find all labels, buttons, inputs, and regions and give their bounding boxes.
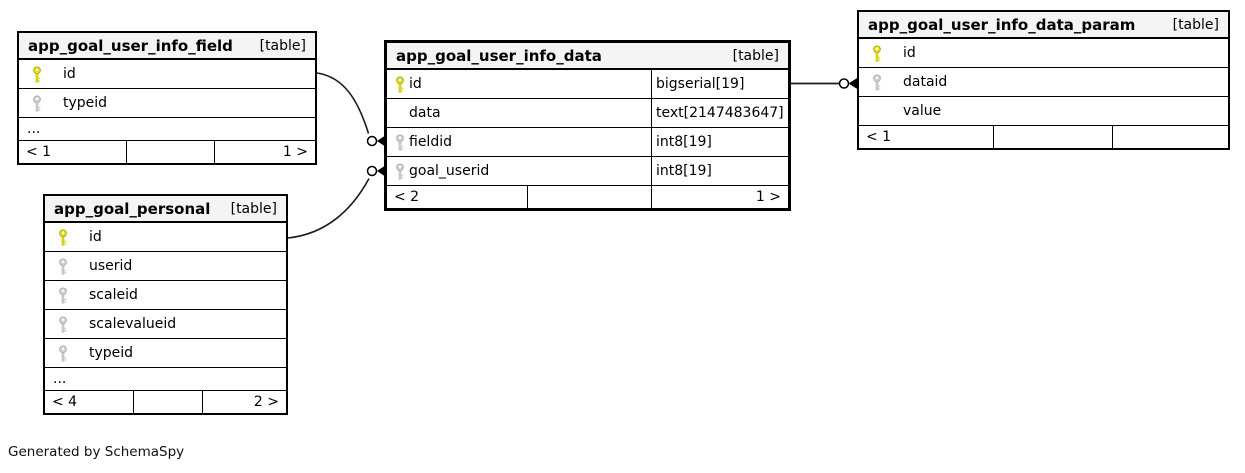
table-footer: < 1 1 > — [19, 140, 315, 163]
footer-parents-count: < 4 — [52, 394, 78, 410]
column-type: bigserial[19] — [651, 70, 788, 98]
column-name: dataid — [903, 74, 948, 90]
column-name: fieldid — [409, 134, 452, 150]
key-icon-placeholder — [872, 103, 882, 120]
foreign-key-icon — [872, 73, 882, 91]
footer-children-count: 2 > — [202, 391, 286, 413]
table-tag: [table] — [259, 37, 306, 54]
table-name: app_goal_user_info_field — [28, 36, 233, 55]
foreign-key-icon — [58, 344, 68, 362]
footer-spacer-cell — [126, 141, 214, 163]
table-node-app_goal_user_info_field[interactable]: app_goal_user_info_field [table] id type… — [17, 31, 317, 165]
footer-parents-count: < 1 — [26, 144, 52, 160]
foreign-key-icon — [32, 94, 42, 112]
column-row: fieldid int8[19] — [387, 127, 788, 156]
ellipsis-text: ... — [27, 121, 41, 137]
table-node-app_goal_personal[interactable]: app_goal_personal [table] id userid scal… — [43, 194, 288, 415]
footer-spacer-cell — [993, 126, 1112, 148]
column-row: data text[2147483647] — [387, 98, 788, 127]
footer-parents-count: < 1 — [866, 129, 892, 145]
table-header: app_goal_user_info_data [table] — [387, 43, 788, 70]
column-type: int8[19] — [651, 128, 788, 156]
table-name: app_goal_user_info_data_param — [868, 15, 1136, 34]
table-name: app_goal_user_info_data — [396, 46, 602, 65]
column-row: id — [45, 223, 286, 251]
zero-or-one-dot-icon — [838, 78, 850, 89]
column-name: id — [409, 76, 422, 92]
table-node-app_goal_user_info_data_param[interactable]: app_goal_user_info_data_param [table] id… — [857, 10, 1230, 150]
column-row: scaleid — [45, 280, 286, 309]
foreign-key-icon — [395, 133, 405, 151]
primary-key-icon — [872, 44, 882, 62]
column-row: id — [859, 39, 1228, 67]
table-tag: [table] — [1172, 16, 1219, 33]
column-type: int8[19] — [651, 157, 788, 185]
foreign-key-icon — [58, 257, 68, 275]
column-name: id — [63, 66, 76, 82]
column-row: userid — [45, 251, 286, 280]
zero-or-one-dot-icon — [366, 135, 378, 147]
table-tag: [table] — [732, 47, 779, 64]
column-row: typeid — [19, 88, 315, 117]
column-name: scaleid — [89, 287, 138, 303]
footer-children-count: 1 > — [651, 186, 788, 208]
table-header: app_goal_personal [table] — [45, 196, 286, 223]
primary-key-icon — [395, 75, 405, 93]
primary-key-icon — [32, 65, 42, 83]
foreign-key-icon — [58, 315, 68, 333]
table-name: app_goal_personal — [54, 199, 211, 218]
footer-children-count: 1 > — [214, 141, 315, 163]
key-icon-placeholder — [395, 105, 405, 122]
table-header: app_goal_user_info_data_param [table] — [859, 12, 1228, 39]
column-name: scalevalueid — [89, 316, 177, 332]
footer-children-count — [1112, 126, 1228, 148]
footer-spacer-cell — [527, 186, 651, 208]
table-footer: < 2 1 > — [387, 185, 788, 208]
column-row: id — [19, 60, 315, 88]
ellipsis-row: ... — [45, 367, 286, 390]
ellipsis-text: ... — [53, 371, 67, 387]
column-name: userid — [89, 258, 133, 274]
relationship-field-id-to-data-fieldid — [316, 72, 386, 147]
column-name: data — [409, 105, 441, 121]
column-name: id — [903, 45, 916, 61]
column-name: typeid — [89, 345, 134, 361]
column-row: dataid — [859, 67, 1228, 96]
relationship-data-id-to-param-dataid — [791, 77, 858, 90]
table-footer: < 1 — [859, 125, 1228, 148]
column-row: id bigserial[19] — [387, 70, 788, 98]
column-row: value — [859, 96, 1228, 125]
table-header: app_goal_user_info_field [table] — [19, 33, 315, 60]
foreign-key-icon — [58, 286, 68, 304]
column-name: typeid — [63, 95, 108, 111]
table-node-app_goal_user_info_data[interactable]: app_goal_user_info_data [table] id bigse… — [384, 40, 791, 211]
ellipsis-row: ... — [19, 117, 315, 140]
column-name: id — [89, 229, 102, 245]
column-row: goal_userid int8[19] — [387, 156, 788, 185]
column-name: goal_userid — [409, 163, 490, 179]
zero-or-one-dot-icon — [366, 165, 378, 177]
column-row: typeid — [45, 338, 286, 367]
column-name: value — [903, 103, 942, 119]
footer-parents-count: < 2 — [394, 189, 420, 205]
table-footer: < 4 2 > — [45, 390, 286, 413]
relationship-personal-id-to-data-goal_userid — [287, 165, 386, 239]
footer-spacer-cell — [133, 391, 202, 413]
foreign-key-icon — [395, 162, 405, 180]
column-type: text[2147483647] — [651, 99, 788, 127]
primary-key-icon — [58, 228, 68, 246]
column-row: scalevalueid — [45, 309, 286, 338]
table-tag: [table] — [230, 200, 277, 217]
generator-credit: Generated by SchemaSpy — [8, 444, 185, 460]
